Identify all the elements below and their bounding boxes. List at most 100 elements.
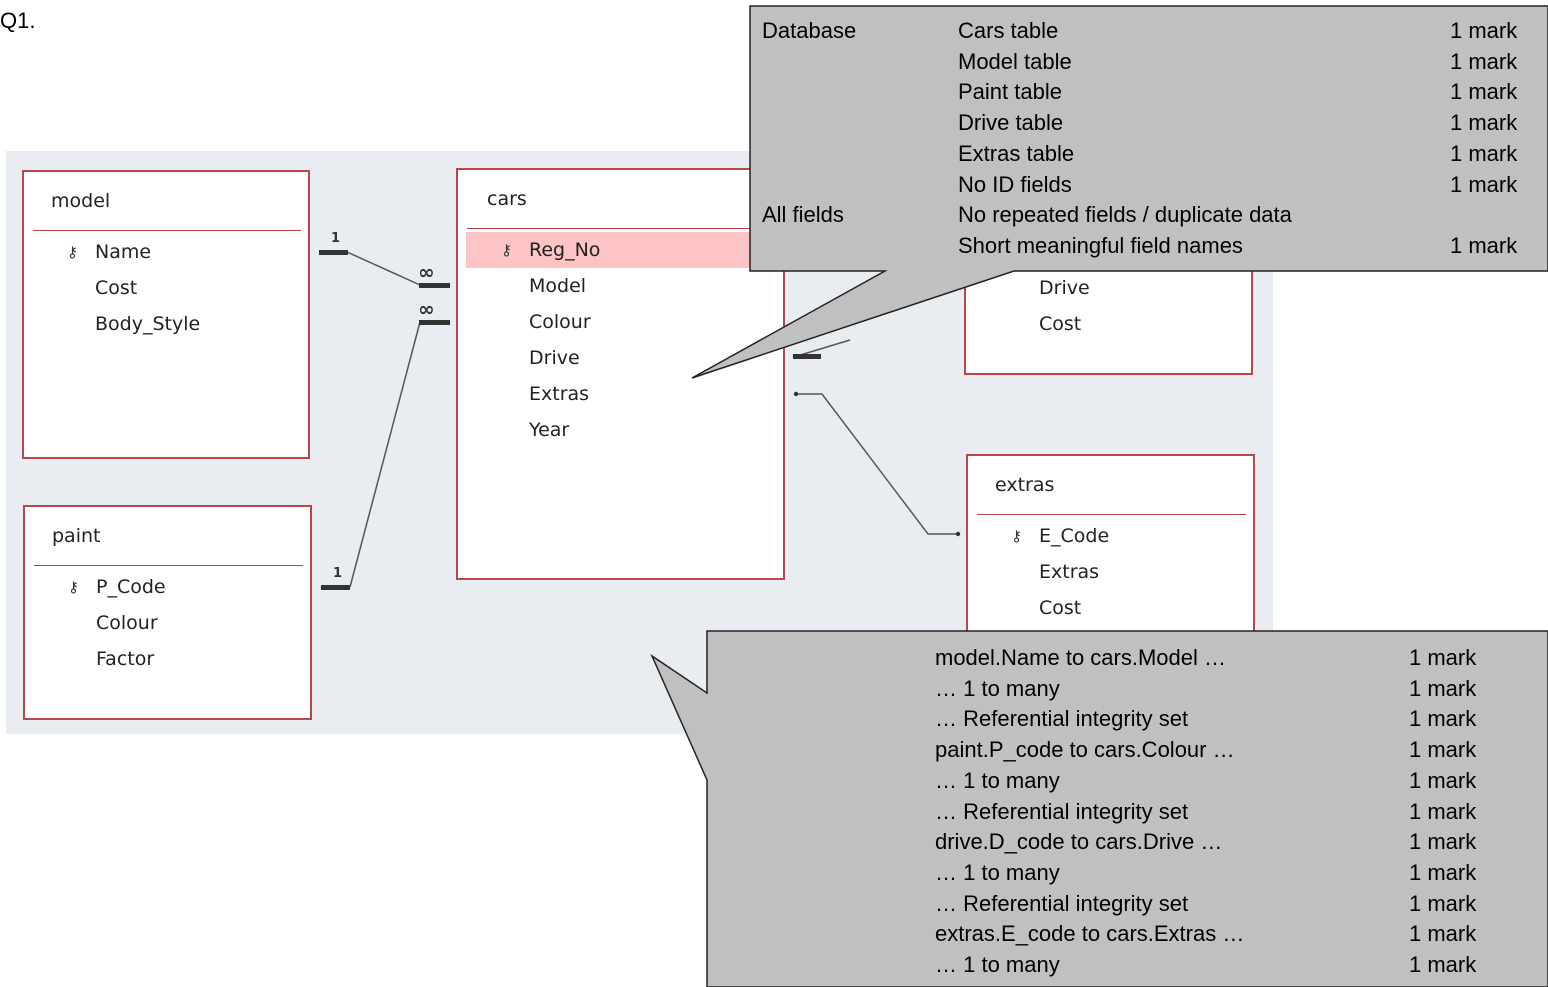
callout-row: … 1 to many 1 mark xyxy=(707,676,1548,706)
callout-criterion: Paint table xyxy=(958,79,1062,105)
field-name: Factor xyxy=(96,648,155,670)
primary-key-field-row[interactable]: ⚷Name xyxy=(24,234,308,270)
field-name: Body_Style xyxy=(95,313,201,335)
callout-mark: 1 mark xyxy=(1409,737,1477,763)
callout-criterion: drive.D_code to cars.Drive … xyxy=(935,829,1223,855)
callout-criterion: … Referential integrity set xyxy=(935,706,1189,732)
field-row[interactable]: Colour xyxy=(25,605,310,641)
table-title: extras xyxy=(995,474,1055,496)
many-label: ∞ xyxy=(418,260,435,284)
field-name: Cost xyxy=(1039,313,1082,335)
field-row[interactable]: Body_Style xyxy=(24,306,308,342)
callout-criterion: Model table xyxy=(958,48,1072,74)
field-row[interactable]: Extras xyxy=(968,554,1253,590)
callout-row: … 1 to many 1 mark xyxy=(707,860,1548,890)
field-row[interactable]: Cost xyxy=(24,270,308,306)
callout-criterion: … 1 to many xyxy=(935,675,1060,701)
callout-row: model.Name to cars.Model …1 mark xyxy=(707,645,1548,675)
callout-mark: 1 mark xyxy=(1409,767,1477,793)
callout-mark: 1 mark xyxy=(1409,675,1477,701)
many-marker xyxy=(793,354,821,359)
field-row[interactable]: Cost xyxy=(966,306,1251,342)
callout-criterion: Cars table xyxy=(958,18,1059,43)
field-name: Model xyxy=(529,275,587,297)
many-marker xyxy=(419,320,450,325)
callout-criterion: … 1 to many xyxy=(935,767,1060,793)
callout-mark: 1 mark xyxy=(1450,140,1518,166)
callout-mark: 1 mark xyxy=(1409,798,1477,824)
callout-row: … Referential integrity set 1 mark xyxy=(707,799,1548,829)
key-icon: ⚷ xyxy=(501,241,512,259)
callout-mark: 1 mark xyxy=(1409,859,1477,885)
many-label: ∞ xyxy=(418,297,435,321)
callout-mark: 1 mark xyxy=(1409,921,1477,947)
field-name: Extras xyxy=(1039,561,1100,583)
callout-mark: 1 mark xyxy=(1409,706,1477,732)
table-divider xyxy=(467,228,776,229)
callout-row: paint.P_code to cars.Colour … 1 mark xyxy=(707,737,1548,767)
callout-criterion: … Referential integrity set xyxy=(935,798,1189,824)
callout-criterion: … Referential integrity set xyxy=(935,890,1189,916)
link-cars-extras xyxy=(797,393,958,535)
field-name: E_Code xyxy=(1039,525,1110,547)
callout-top-shape xyxy=(691,5,1548,379)
callout-category: Database xyxy=(762,18,857,43)
callout-criterion: paint.P_code to cars.Colour … xyxy=(935,737,1235,763)
link-endpoint xyxy=(793,391,799,397)
field-row[interactable]: Year xyxy=(458,412,783,448)
field-row[interactable]: Model xyxy=(458,268,783,304)
field-name: Reg_No xyxy=(529,239,601,261)
question-label: Q1. xyxy=(0,8,36,33)
link-cars-drive xyxy=(796,339,851,357)
many-marker xyxy=(419,283,450,288)
one-label: 1 xyxy=(331,231,340,246)
callout-mark: 1 mark xyxy=(1409,952,1477,977)
callout-criterion: … 1 to many xyxy=(935,859,1060,885)
callout-mark: 1 mark xyxy=(1409,890,1477,916)
field-row[interactable]: Cost xyxy=(968,590,1253,626)
field-name: Colour xyxy=(529,311,591,333)
field-row[interactable]: Colour xyxy=(458,304,783,340)
callout-criterion: extras.E_code to cars.Extras … xyxy=(935,921,1245,947)
callout-row: extras.E_code to cars.Extras … 1 mark xyxy=(707,921,1548,951)
field-row[interactable]: Extras xyxy=(458,376,783,412)
callout-mark: 1 mark xyxy=(1450,79,1518,105)
callout-criterion: Short meaningful field names xyxy=(958,232,1243,258)
field-name: Drive xyxy=(529,347,580,369)
primary-key-field-row[interactable]: ⚷ Reg_No xyxy=(466,232,785,268)
callout-category: All fields xyxy=(762,202,844,228)
callout-row: … 1 to many 1 mark xyxy=(707,768,1548,798)
callout-bottom: model.Name to cars.Model …1 mark… 1 to m… xyxy=(707,631,1548,987)
field-row[interactable]: Drive xyxy=(966,270,1251,306)
callout-row: Database Cars table 1 mark xyxy=(762,18,1548,48)
primary-key-field-row[interactable]: ⚷ E_Code xyxy=(968,518,1253,554)
primary-key-field-row[interactable]: ⚷P_Code xyxy=(25,569,310,605)
field-row[interactable]: Drive xyxy=(458,340,783,376)
table-divider xyxy=(33,230,301,231)
field-row[interactable]: Factor xyxy=(25,641,310,677)
callout-mark: 1 mark xyxy=(1409,829,1477,855)
table-title: paint xyxy=(52,525,101,547)
table-divider xyxy=(34,565,303,566)
one-label: 1 xyxy=(333,566,342,581)
table-divider xyxy=(977,514,1246,515)
callout-criterion: No repeated fields / duplicate data xyxy=(958,202,1292,228)
field-name: Drive xyxy=(1039,277,1090,299)
callout-row: Short meaningful field names 1 mark xyxy=(762,233,1548,263)
key-icon: ⚷ xyxy=(1011,527,1022,545)
callout-mark: 1 mark xyxy=(1450,232,1518,258)
field-name: P_Code xyxy=(96,576,166,598)
callout-mark: 1 mark xyxy=(1450,18,1518,43)
field-name: Cost xyxy=(95,277,138,299)
callout-row: All fields No repeated fields / duplicate… xyxy=(762,202,1548,232)
